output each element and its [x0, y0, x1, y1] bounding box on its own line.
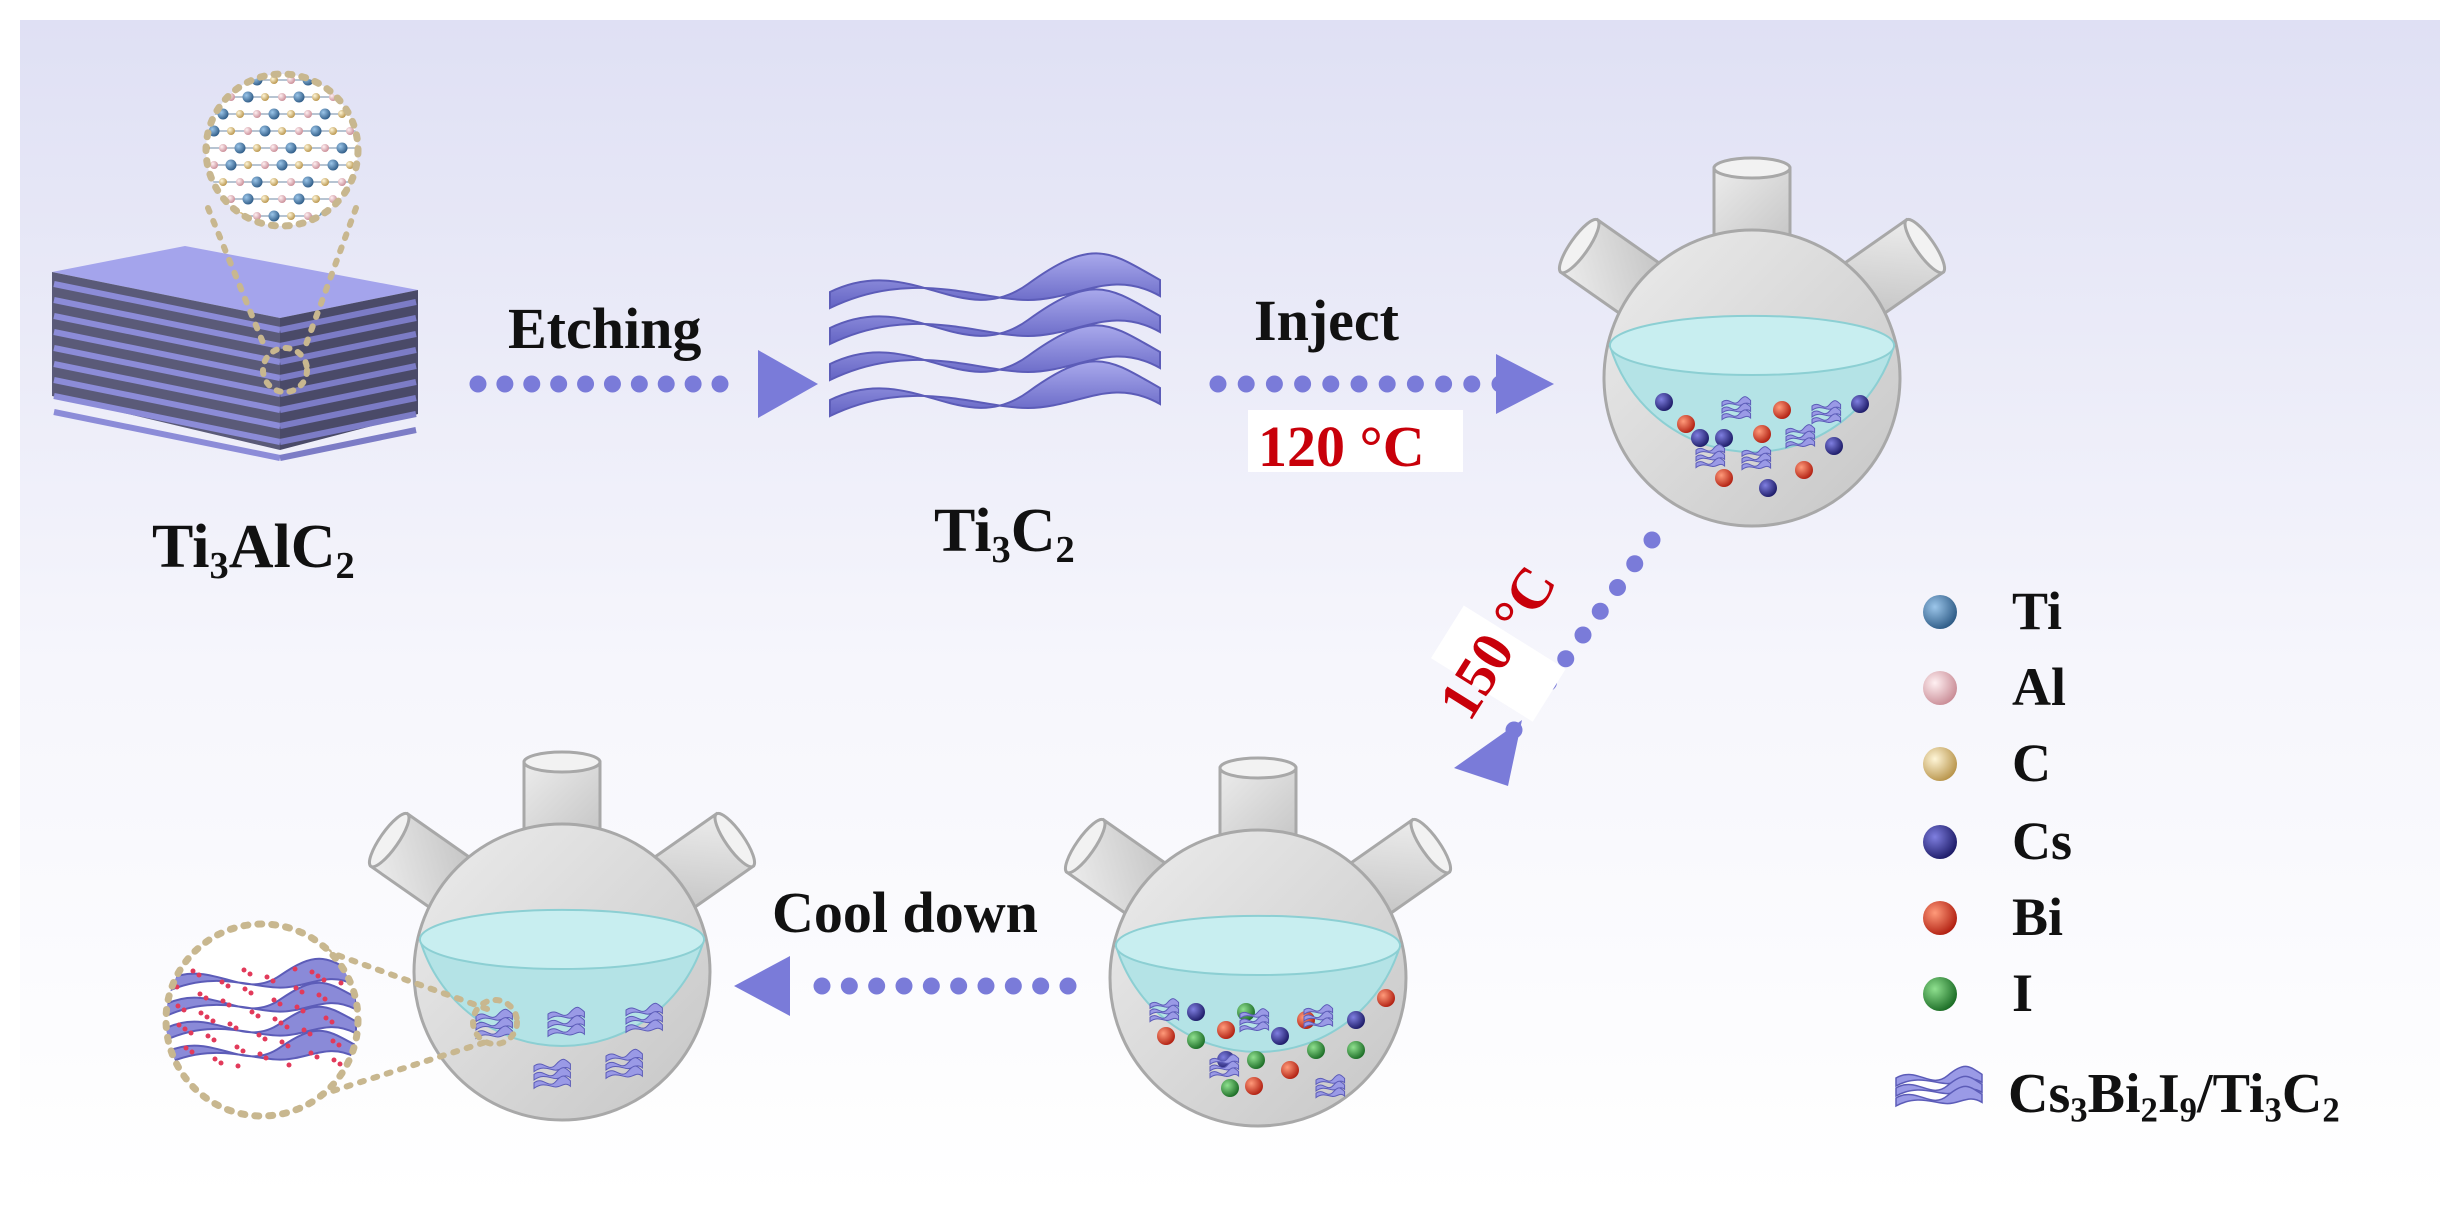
cool-down-label: Cool down	[772, 880, 1038, 945]
al-atom-icon	[1923, 671, 1957, 705]
legend-label-2: Al	[2012, 657, 2066, 717]
temp-120-label: 120 °C	[1258, 414, 1425, 479]
legend-label-6: I	[2012, 963, 2034, 1023]
ti3c2-label: Ti3C2	[934, 497, 1075, 571]
i-atom-icon	[1923, 977, 1957, 1011]
c-atom-icon	[1923, 747, 1957, 781]
legend-label-5: Bi	[2012, 887, 2064, 947]
inject-arrow	[1209, 354, 1554, 414]
ti3alc2-label: Ti3AlC2	[152, 513, 355, 587]
legend-label-7: Cs3Bi2I9/Ti3C2	[2008, 1063, 2340, 1130]
ti3c2-formula: Ti3C2	[934, 497, 1075, 571]
legend-label-4: Cs	[2012, 811, 2073, 871]
temp-120-bg	[1248, 410, 1463, 472]
bi-atom-icon	[1923, 901, 1957, 935]
inject-label: Inject	[1254, 288, 1399, 353]
composite-sheet-icon	[1895, 1065, 1983, 1108]
crystal-structure-zoom	[202, 70, 362, 395]
product-zoom	[162, 920, 520, 1120]
etching-arrow	[469, 350, 818, 418]
ti3alc2-formula: Ti3AlC2	[152, 513, 355, 587]
ti-atom-icon	[1923, 595, 1957, 629]
ti3c2-sheets	[829, 252, 1161, 418]
temp-150-bg	[1430, 605, 1566, 722]
cs-atom-icon	[1923, 825, 1957, 859]
flask-reaction	[1063, 756, 1453, 1128]
flask-injection	[1557, 156, 1947, 528]
etching-label: Etching	[508, 296, 702, 361]
cool-down-arrow	[734, 956, 1077, 1016]
legend-label-3: C	[2012, 733, 2051, 793]
legend-label-1: Ti	[2012, 581, 2063, 641]
